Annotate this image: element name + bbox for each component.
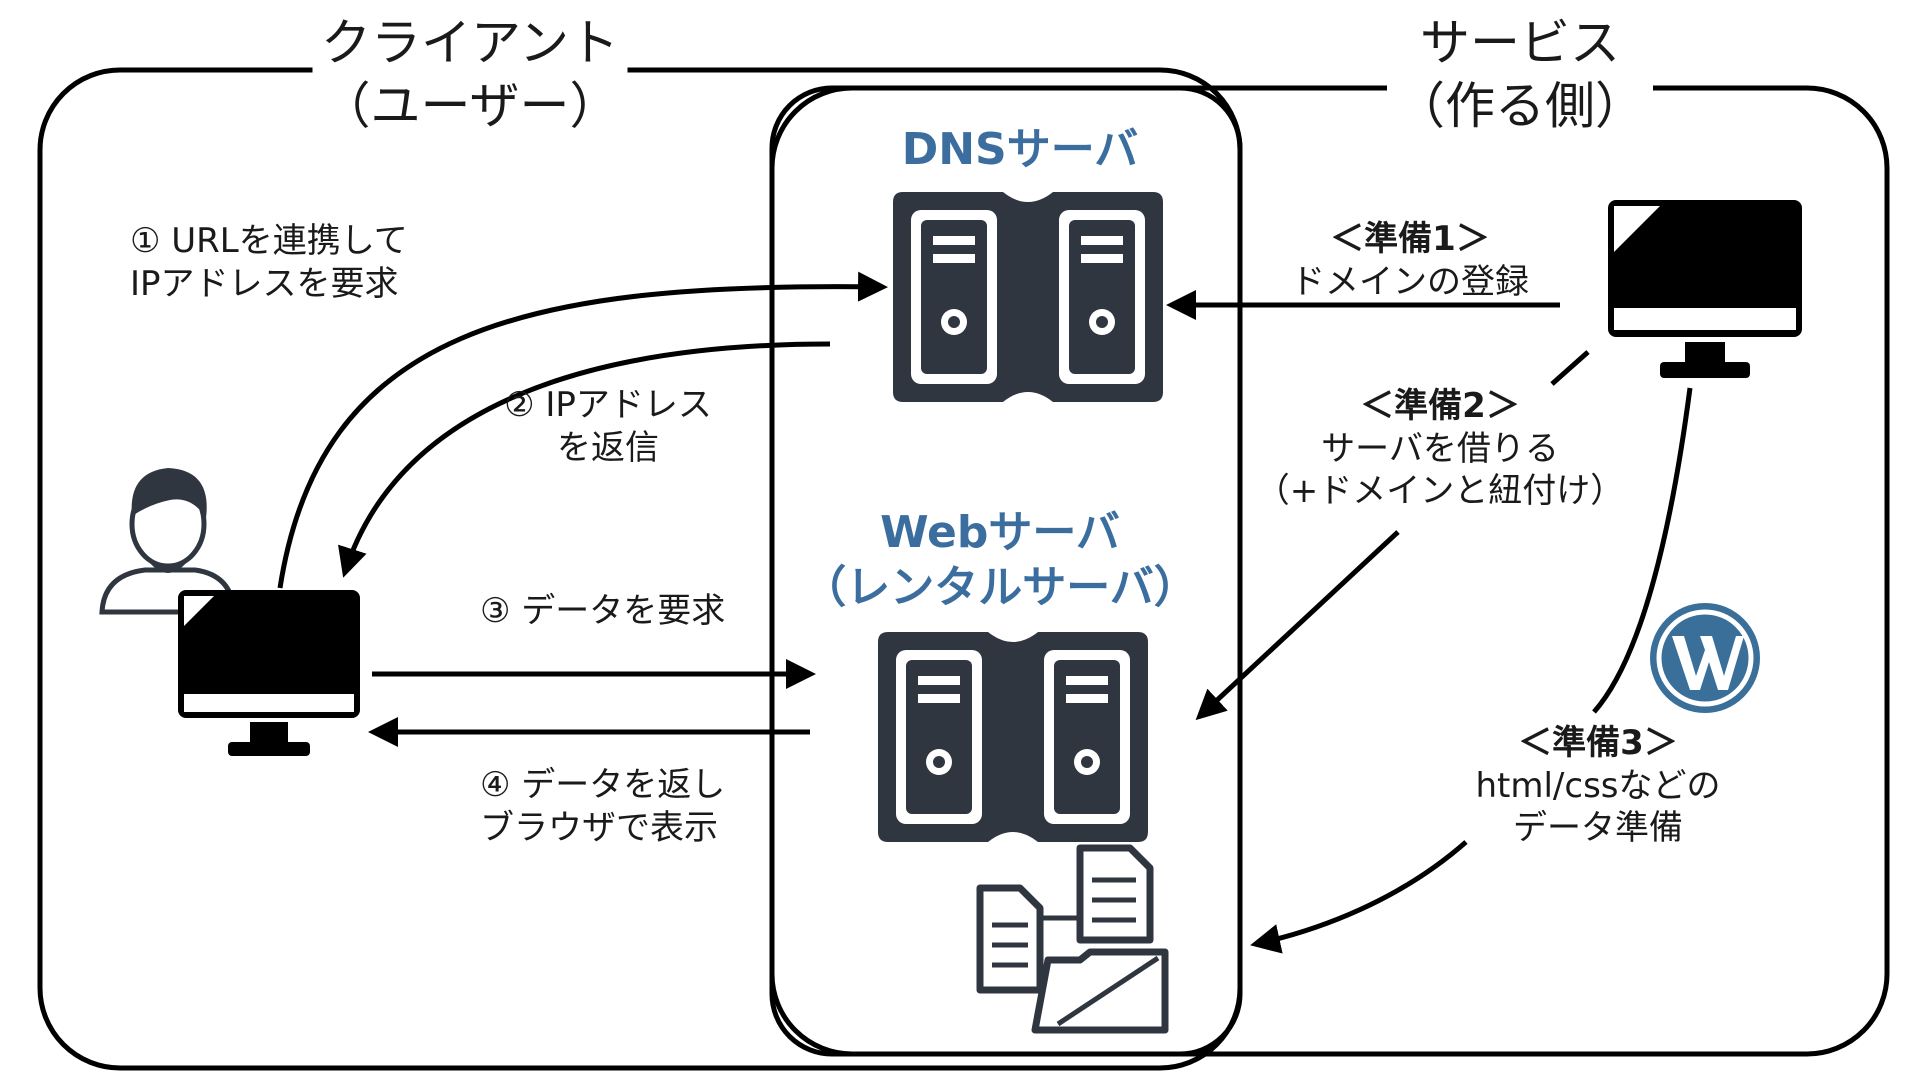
- client-zone-title-line1: クライアント: [321, 14, 619, 72]
- service-zone-title-line1: サービス: [1420, 14, 1620, 72]
- step1-line1: ① URLを連携して: [130, 221, 408, 261]
- step4-line1: ④ データを返し: [480, 765, 726, 805]
- step2-line2: を返信: [556, 427, 659, 468]
- web-server-label-line2: （レンタルサーバ）: [802, 562, 1198, 613]
- arrow-prep3-upper: [1592, 387, 1693, 714]
- arrow-step2: [338, 341, 831, 578]
- web-server-label: Webサーバ （レンタルサーバ）: [802, 505, 1198, 615]
- folder-icon: [1031, 948, 1169, 1034]
- dns-server-icon: [893, 192, 1163, 402]
- arrow-prep2-upper: [1550, 350, 1590, 386]
- server-area-border: [769, 85, 1243, 1057]
- web-server-label-line1: Webサーバ: [880, 507, 1120, 558]
- prep3-line1: html/cssなどの: [1475, 765, 1721, 806]
- prep2-title: ＜準備2＞: [1360, 386, 1520, 426]
- prep3-title: ＜準備3＞: [1518, 723, 1678, 763]
- prep2-line1: サーバを借りる: [1321, 428, 1559, 469]
- prep3-line2: データ準備: [1513, 808, 1683, 848]
- step2-label: ② IPアドレス を返信: [504, 384, 712, 469]
- arrow-prep3: [1250, 840, 1468, 954]
- step3-label: ③ データを要求: [480, 590, 725, 633]
- prep1-line1: ドメインの登録: [1291, 261, 1529, 302]
- service-monitor-icon: [1608, 200, 1802, 378]
- client-monitor-icon: [178, 590, 360, 756]
- step4-label: ④ データを返し ブラウザで表示: [480, 764, 725, 849]
- document-icon: [976, 844, 1154, 994]
- prep1-label: ＜準備1＞ ドメインの登録: [1291, 218, 1529, 303]
- web-server-icon: [878, 632, 1148, 842]
- prep2-line2: （+ドメインと紐付け）: [1255, 471, 1625, 511]
- step1-label: ① URLを連携して IPアドレスを要求: [130, 220, 408, 305]
- client-zone-title-line2: （ユーザー）: [320, 76, 620, 135]
- service-zone-title-line2: （作る側）: [1395, 76, 1645, 135]
- prep2-label: ＜準備2＞ サーバを借りる （+ドメインと紐付け）: [1256, 385, 1625, 513]
- client-zone-title: クライアント （ユーザー）: [312, 12, 628, 137]
- prep3-label: ＜準備3＞ html/cssなどの データ準備: [1475, 722, 1720, 850]
- arrow-step1: [277, 271, 888, 589]
- step2-line1: ② IPアドレス: [504, 385, 712, 425]
- wordpress-icon: [1650, 603, 1760, 713]
- prep1-title: ＜準備1＞: [1330, 219, 1490, 259]
- step4-line2: ブラウザで表示: [480, 807, 718, 848]
- service-zone-title: サービス （作る側）: [1387, 12, 1653, 137]
- dns-server-label: DNSサーバ: [901, 124, 1139, 175]
- arrow-prep2: [1195, 530, 1400, 721]
- step1-line2: IPアドレスを要求: [130, 263, 399, 304]
- step3-line1: ③ データを要求: [480, 591, 726, 631]
